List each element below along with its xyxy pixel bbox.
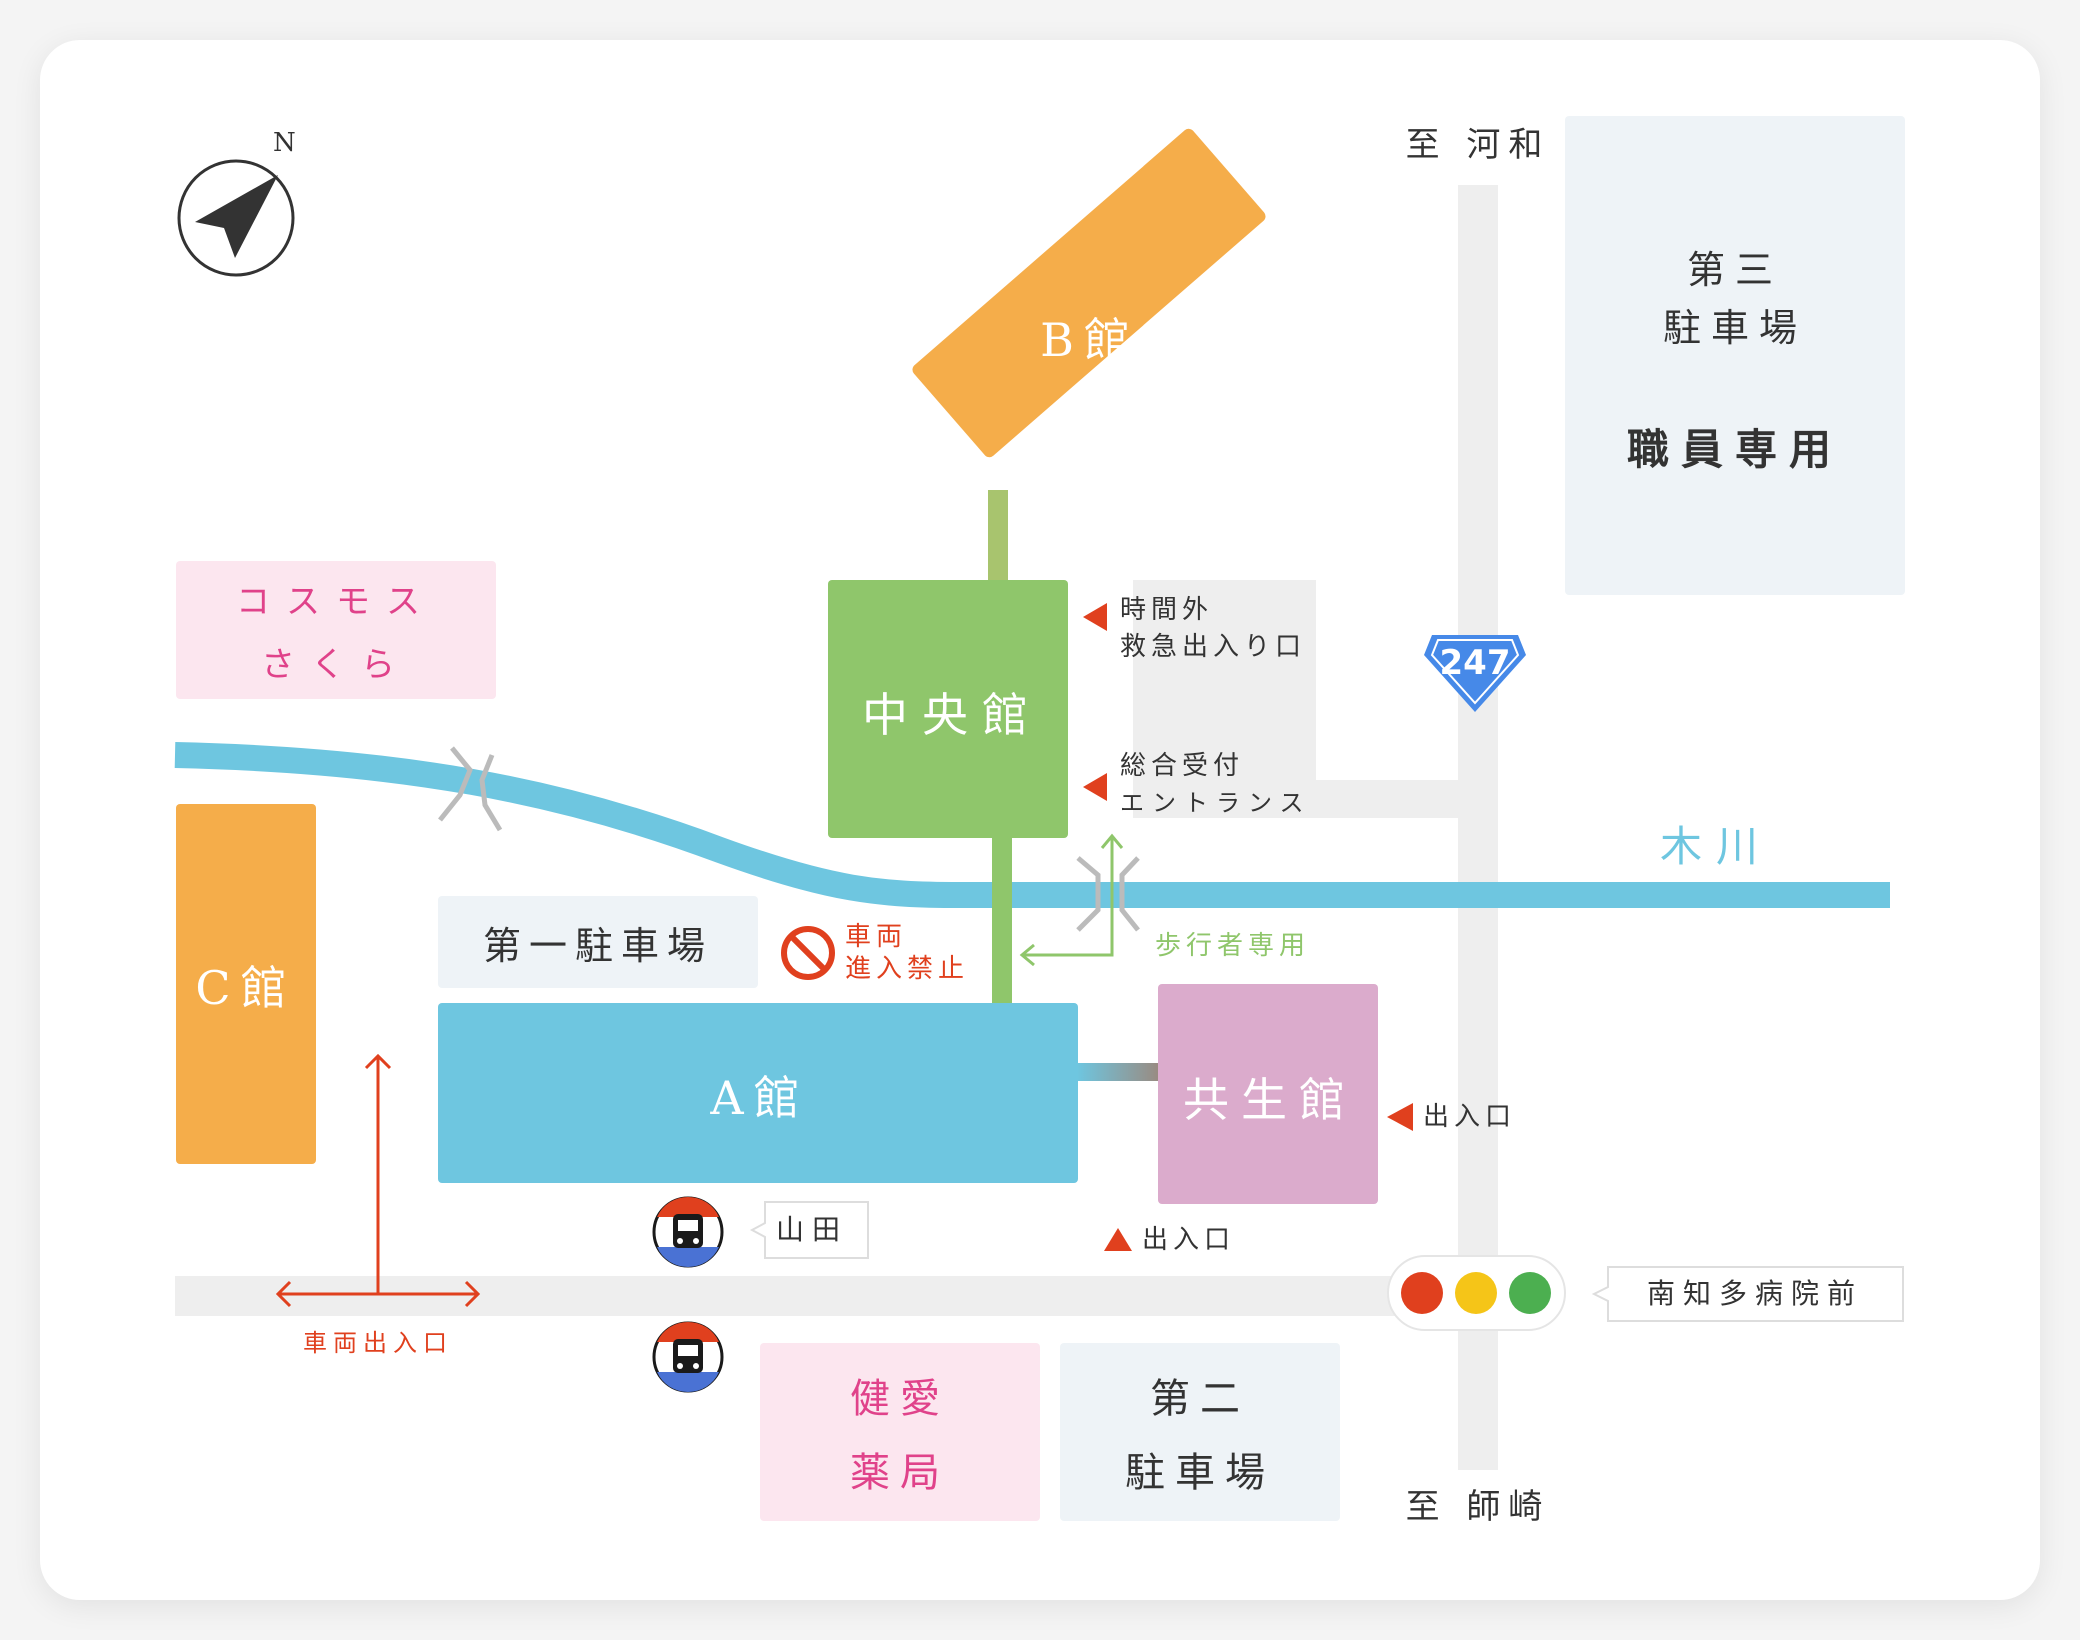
road-to-south: 至 師崎 <box>1405 1487 1551 1527</box>
building-chuo <box>828 580 1068 838</box>
kyosei-side-entrance-label: 出入口 <box>1423 1102 1517 1132</box>
traffic-signal-icon <box>1387 1255 1566 1331</box>
road-to-north: 至 河和 <box>1405 125 1551 165</box>
parking1-label: 第一駐車場 <box>482 923 713 968</box>
building-b <box>912 128 1266 458</box>
pedestrian-route-icon <box>1019 833 1124 967</box>
bus-stop-callout <box>749 1201 869 1259</box>
route-shield-icon <box>1424 635 1526 712</box>
vehicle-entrance-icon <box>275 1053 481 1308</box>
connector-a-kyosei <box>1077 1063 1160 1081</box>
parking1-box <box>438 896 758 988</box>
building-b-label: B館 <box>1040 313 1140 367</box>
kenai-label: 健愛 薬局 <box>760 1343 1040 1521</box>
parking3-line2: 駐車場 <box>1662 306 1808 350</box>
emergency-entrance-line2: 救急出入り口 <box>1120 632 1307 662</box>
emergency-entrance-line1: 時間外 <box>1120 595 1214 625</box>
reception-entrance-arrow-icon <box>1083 773 1107 801</box>
kenai-box <box>760 1343 1040 1521</box>
horizontal-road <box>175 1276 1475 1316</box>
cosmos-line1: コスモス <box>236 582 436 622</box>
compass-north-label: N <box>273 128 296 158</box>
no-entry-line2: 進入禁止 <box>845 954 970 984</box>
bridge-east <box>1076 856 1140 932</box>
route-number: 247 <box>1439 643 1511 683</box>
parking2-line2: 駐車場 <box>1125 1450 1275 1496</box>
cosmos-line2: さくら <box>261 645 411 685</box>
cosmos-label: コスモス さくら <box>176 561 496 699</box>
river <box>174 742 1890 908</box>
parking3-note: 職員専用 <box>1626 425 1844 474</box>
cosmos-box <box>176 561 496 699</box>
kyosei-bottom-entrance-label: 出入口 <box>1142 1225 1236 1255</box>
bus-stop-name: 山田 <box>775 1213 849 1246</box>
reception-line2: エントランス <box>1120 789 1312 817</box>
building-kyosei-label: 共生館 <box>1183 1073 1357 1127</box>
kyosei-entrance-arrow-icon <box>1387 1103 1413 1131</box>
bus-stop-icon <box>652 1196 724 1268</box>
kenai-line1: 健愛 <box>850 1376 950 1422</box>
pedestrian-label: 歩行者専用 <box>1155 931 1311 961</box>
emergency-entrance-arrow-icon <box>1083 603 1107 631</box>
building-chuo-label: 中央館 <box>862 688 1042 742</box>
kenai-line2: 薬局 <box>850 1450 950 1496</box>
side-road-vertical <box>1133 580 1316 785</box>
building-c <box>176 804 316 1164</box>
building-a-label: A館 <box>710 1071 810 1125</box>
building-c-label: C館 <box>195 961 297 1015</box>
building-a <box>438 1003 1078 1183</box>
reception-line1: 総合受付 <box>1120 751 1245 781</box>
bridge-west <box>438 746 503 832</box>
parking2-box <box>1060 1343 1340 1521</box>
connector-b-chuo <box>988 490 1008 585</box>
signal-name: 南知多病院前 <box>1646 1277 1864 1310</box>
signal-callout <box>1591 1266 1904 1322</box>
parking3-box <box>1565 116 1905 595</box>
kyosei-bottom-entrance-arrow-icon <box>1104 1228 1132 1251</box>
side-road-horizontal <box>1133 780 1478 818</box>
no-entry-icon <box>781 926 835 980</box>
parking2-label: 第二 駐車場 <box>1060 1343 1340 1521</box>
river-label: 木川 <box>1659 822 1773 871</box>
parking2-line1: 第二 <box>1150 1376 1250 1422</box>
bus-stop-icon <box>652 1321 724 1393</box>
vehicle-entrance-label: 車両出入口 <box>303 1329 453 1357</box>
parking3-line1: 第三 <box>1686 248 1784 292</box>
no-entry-line1: 車両 <box>845 922 908 952</box>
connector-chuo-a <box>992 835 1012 1007</box>
compass-icon <box>177 159 295 277</box>
building-kyosei <box>1158 984 1378 1204</box>
